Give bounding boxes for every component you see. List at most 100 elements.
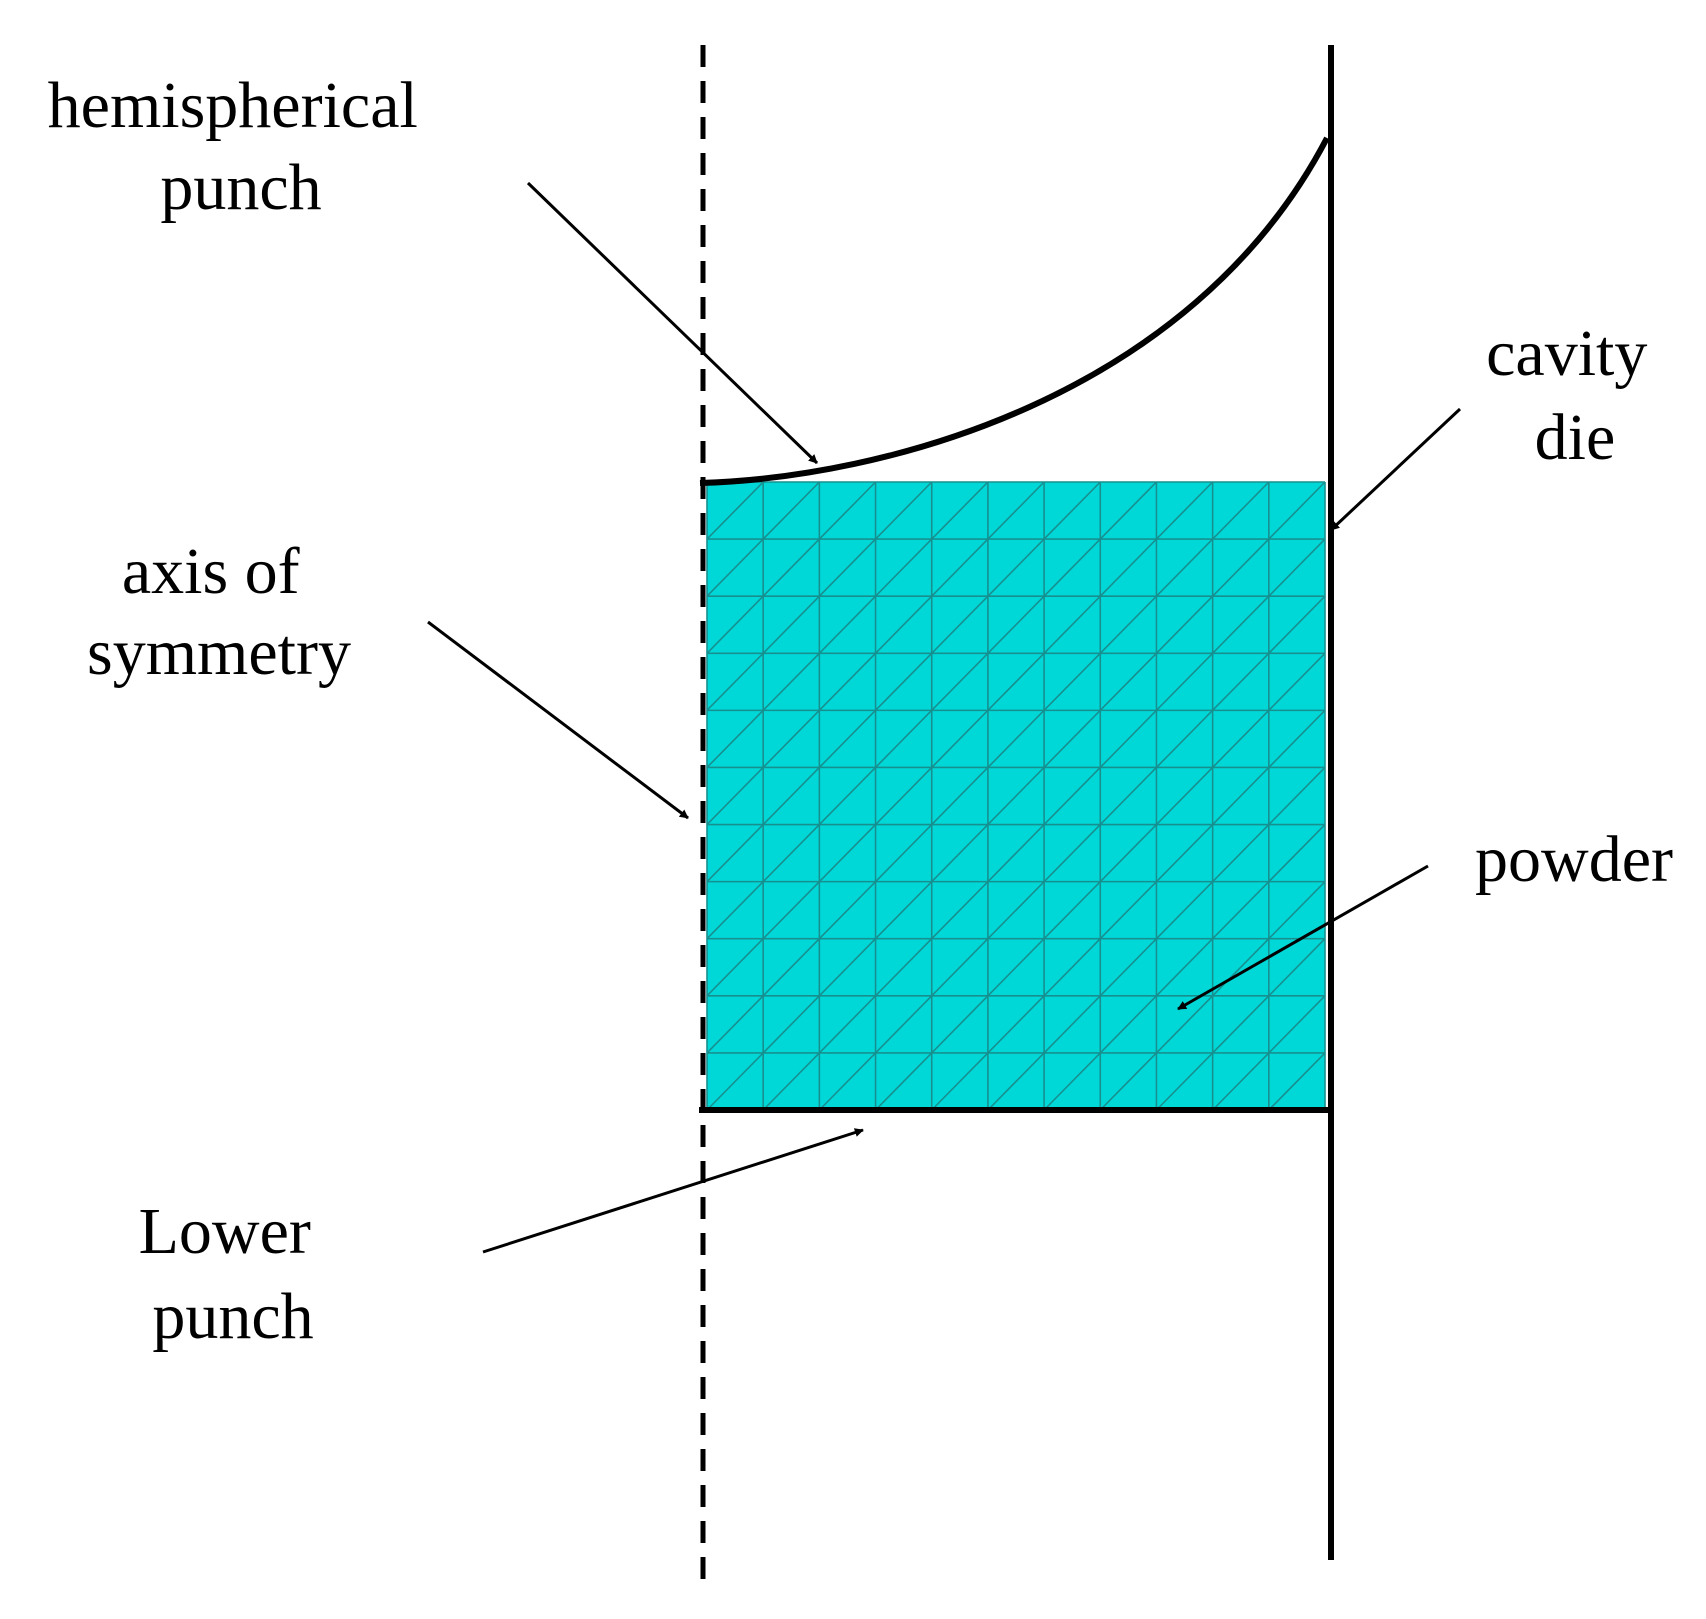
mesh-diagonal-line (931, 881, 989, 940)
mesh-diagonal-line (1155, 652, 1214, 711)
mesh-diagonal-line (874, 481, 933, 540)
mesh-diagonal-line (931, 481, 989, 540)
mesh-diagonal-line (1099, 995, 1158, 1054)
mesh-diagonal-line (1155, 766, 1214, 826)
mesh-diagonal-line (1212, 995, 1270, 1054)
mesh-diagonal-line (1043, 938, 1101, 997)
mesh-diagonal-line (762, 1052, 820, 1111)
mesh-diagonal-line (874, 1052, 933, 1111)
mesh-diagonal-line (706, 1052, 764, 1111)
mesh-diagonal-line (987, 995, 1045, 1054)
mesh-diagonal-line (706, 823, 764, 883)
mesh-diagonal-line (1155, 881, 1214, 940)
mesh-diagonal-line (706, 766, 764, 826)
mesh-diagonal-line (1268, 538, 1326, 597)
hemispherical-punch-arrow (526, 181, 819, 465)
mesh-diagonal-line (1212, 538, 1270, 597)
mesh-diagonal-line (987, 595, 1045, 654)
mesh-diagonal-line (1099, 1052, 1158, 1111)
mesh-diagonal-line (818, 823, 877, 883)
mesh-diagonal-line (1043, 766, 1101, 826)
mesh-diagonal-line (1268, 595, 1326, 654)
hemispherical-punch-label-line1: hemispherical (48, 69, 418, 142)
mesh-diagonal-line (1155, 709, 1214, 769)
cavity-die-label-line1: cavity (1486, 317, 1647, 390)
mesh-diagonal-line (818, 938, 877, 997)
mesh-diagonal-line (706, 595, 764, 654)
mesh-diagonal-line (931, 995, 989, 1054)
mesh-diagonal-line (1212, 823, 1270, 883)
mesh-diagonal-line (1099, 652, 1158, 711)
hemispherical-punch-label-line2: punch (160, 151, 321, 224)
mesh-diagonal-line (706, 481, 764, 540)
mesh-diagonal-line (931, 595, 989, 654)
mesh-diagonal-line (874, 766, 933, 826)
mesh-diagonal-line (762, 881, 820, 940)
mesh-diagonal-line (987, 823, 1045, 883)
mesh-diagonal-line (762, 709, 820, 769)
mesh-diagonal-line (1155, 595, 1214, 654)
mesh-diagonal-line (1043, 709, 1101, 769)
mesh-diagonal-line (818, 995, 877, 1054)
mesh-diagonal-line (706, 652, 764, 711)
mesh-diagonal-line (706, 995, 764, 1054)
cavity-die-label-line2: die (1535, 401, 1616, 474)
mesh-diagonal-line (1043, 823, 1101, 883)
hemispherical-punch-curve (699, 136, 1330, 486)
mesh-diagonal-line (931, 823, 989, 883)
mesh-diagonal-line (874, 881, 933, 940)
mesh-diagonal-line (762, 481, 820, 540)
mesh-diagonal-line (1268, 823, 1326, 883)
mesh-diagonal-line (1212, 652, 1270, 711)
mesh-diagonal-line (1268, 481, 1326, 540)
mesh-diagonal-line (874, 938, 933, 997)
lower-punch-label: Lower punch (139, 1195, 328, 1353)
mesh-diagonal-line (1155, 995, 1214, 1054)
mesh-diagonal-line (987, 766, 1045, 826)
mesh-diagonal-line (706, 709, 764, 769)
mesh-diagonal-line (1099, 709, 1158, 769)
mesh-diagonal-line (1212, 595, 1270, 654)
mesh-diagonal-line (1043, 652, 1101, 711)
mesh-diagonal-line (874, 709, 933, 769)
hemispherical-punch-label: hemispherical punch (48, 69, 435, 224)
mesh-diagonal-line (987, 538, 1045, 597)
mesh-diagonal-line (1212, 881, 1270, 940)
mesh-diagonal-line (931, 709, 989, 769)
mesh-diagonal-line (1268, 766, 1326, 826)
mesh-diagonal-line (931, 938, 989, 997)
mesh-diagonal-line (1099, 823, 1158, 883)
mesh-diagonal-line (874, 595, 933, 654)
mesh-diagonal-line (818, 481, 877, 540)
mesh-diagonal-line (987, 652, 1045, 711)
mesh-diagonal-line (987, 481, 1045, 540)
mesh-diagonal-line (1212, 938, 1270, 997)
mesh-diagonal-line (874, 995, 933, 1054)
mesh-diagonal-line (1212, 709, 1270, 769)
powder-mesh (706, 481, 1326, 1111)
mesh-diagonal-line (1268, 652, 1326, 711)
mesh-diagonal-line (987, 1052, 1045, 1111)
mesh-diagonal-line (706, 881, 764, 940)
powder-label: powder (1475, 823, 1673, 896)
mesh-diagonal-line (1268, 881, 1326, 940)
powder-region (706, 481, 1326, 1111)
mesh-diagonal-line (874, 652, 933, 711)
mesh-diagonal-line (706, 538, 764, 597)
mesh-diagonal-line (818, 595, 877, 654)
mesh-diagonal-line (1212, 481, 1270, 540)
mesh-diagonal-line (1099, 595, 1158, 654)
mesh-diagonal-line (1043, 881, 1101, 940)
mesh-diagonal-line (762, 823, 820, 883)
mesh-diagonal-line (818, 652, 877, 711)
mesh-diagonal-line (818, 538, 877, 597)
axis-of-symmetry-label-line1: axis of (122, 535, 300, 608)
mesh-diagonal-line (931, 1052, 989, 1111)
mesh-diagonal-line (1155, 823, 1214, 883)
mesh-diagonal-line (818, 881, 877, 940)
mesh-diagonal-line (762, 995, 820, 1054)
mesh-diagonal-line (762, 766, 820, 826)
mesh-diagonal-line (1043, 481, 1101, 540)
mesh-diagonal-line (874, 823, 933, 883)
lower-punch-label-line2: punch (152, 1280, 313, 1353)
